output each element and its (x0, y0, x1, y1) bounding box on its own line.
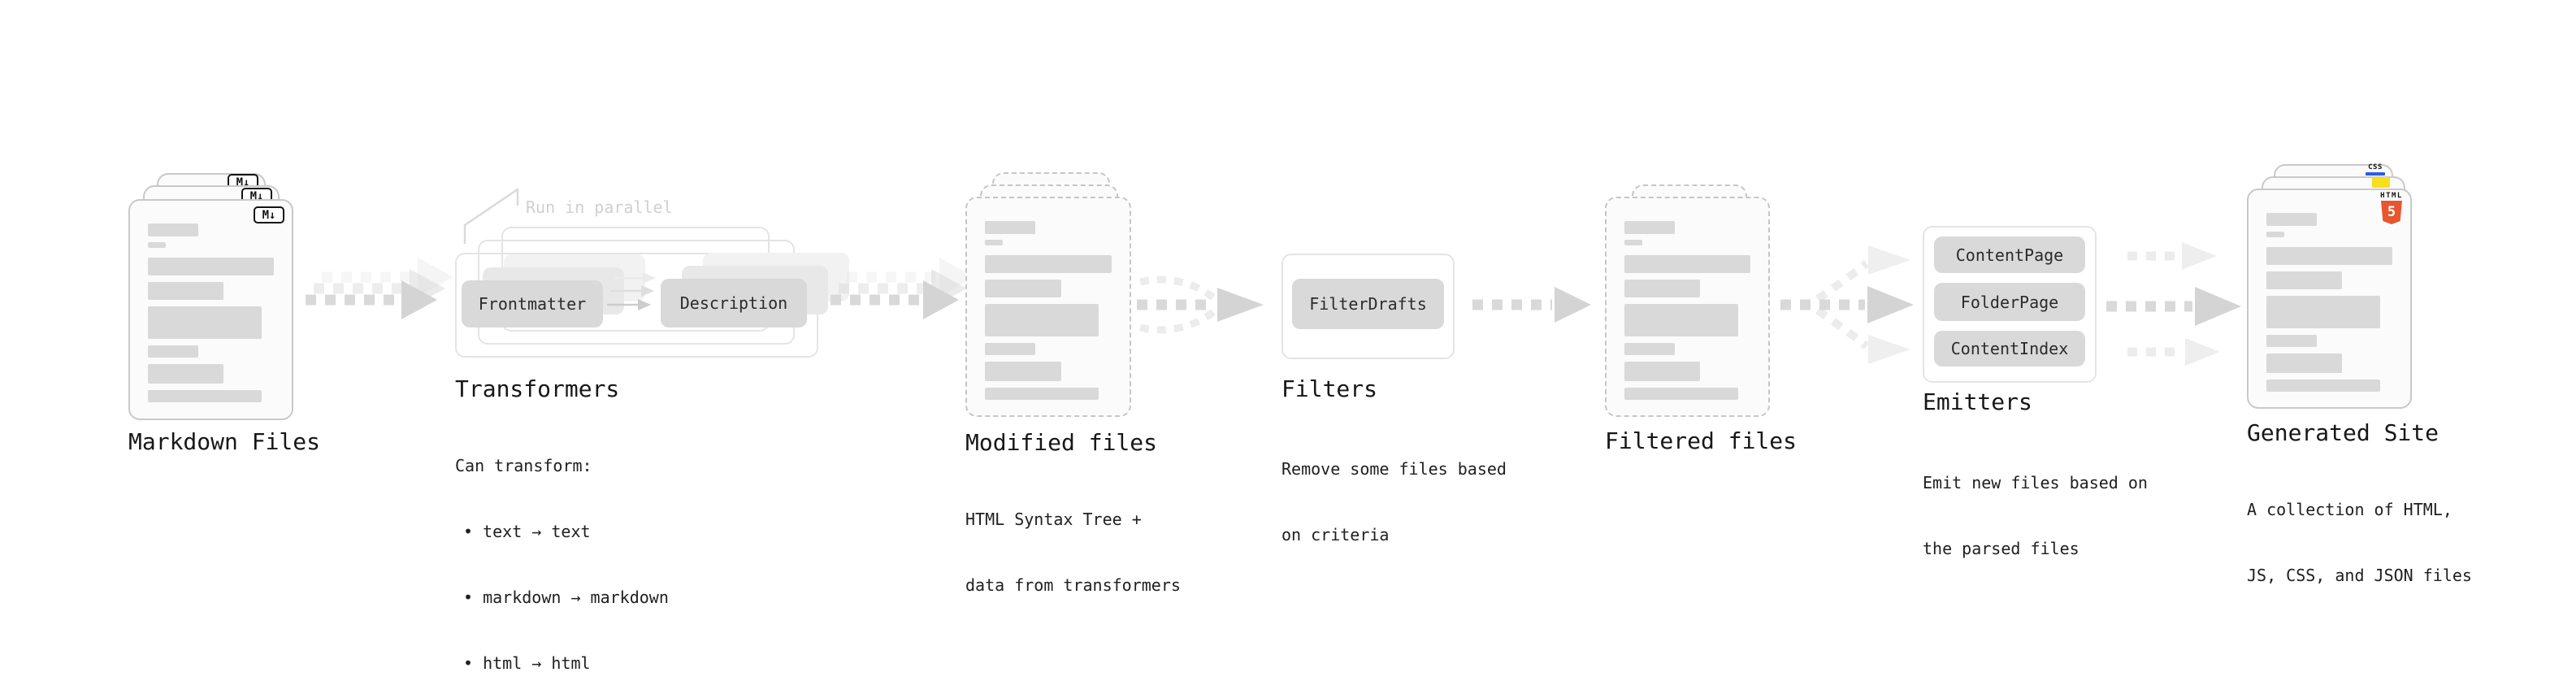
text-line (1624, 388, 1738, 400)
text-line (148, 258, 274, 275)
text-line (1624, 280, 1700, 297)
text-line (1624, 221, 1675, 234)
transform-step-arrows (607, 272, 656, 310)
flow-arrow-transformers-to-modified (830, 258, 975, 319)
text-line (985, 240, 1003, 245)
markdown-icon: M↓ (254, 206, 284, 223)
js-icon (2372, 177, 2390, 188)
frontmatter-box: Frontmatter (462, 280, 603, 327)
text-line (985, 343, 1036, 355)
stage-note: Emit new files based on the parsed files (1923, 473, 2148, 558)
placeholder-text-lines (985, 221, 1112, 400)
flow-arrow-modified-to-filters (1137, 275, 1264, 334)
text-line (148, 282, 223, 300)
text-line (985, 362, 1061, 381)
text-line (1624, 255, 1750, 273)
text-line (985, 221, 1036, 234)
text-line (985, 280, 1061, 297)
text-line (985, 255, 1112, 273)
text-line (148, 345, 198, 358)
text-line (1624, 362, 1700, 381)
text-line (1624, 304, 1738, 336)
text-line (148, 364, 223, 384)
stage-note: A collection of HTML, JS, CSS, and JSON … (2247, 500, 2472, 585)
text-line (1624, 240, 1642, 245)
stage-title: Generated Site (2247, 419, 2439, 446)
stage-note: HTML Syntax Tree + data from transformer… (965, 510, 1181, 595)
text-line (2266, 271, 2342, 289)
text-line (2266, 296, 2380, 328)
file-page-front (1605, 197, 1770, 417)
text-line (148, 242, 166, 248)
text-line (148, 223, 198, 236)
stage-title: Filters (1281, 375, 1378, 402)
description-box: Description (661, 279, 807, 327)
stage-title: Emitters (1923, 388, 2032, 415)
text-line (1624, 343, 1675, 355)
flow-arrow-markdown-to-transformers (306, 258, 453, 319)
stage-title: Filtered files (1605, 427, 1798, 454)
stage-title: Modified files (965, 429, 1158, 456)
placeholder-text-lines (2266, 213, 2392, 392)
text-line (2266, 354, 2342, 373)
stage-title: Markdown Files (128, 428, 321, 455)
contentpage-box: ContentPage (1934, 236, 2085, 273)
text-line (2266, 213, 2317, 226)
flow-arrow-emitters-to-generated (2106, 242, 2241, 366)
stage-title: Transformers (455, 375, 620, 402)
html5-icon: HTML 5 (2379, 192, 2404, 224)
file-page-front (2247, 189, 2412, 409)
placeholder-text-lines (1624, 221, 1750, 400)
folderpage-box: FolderPage (1934, 283, 2085, 321)
text-line (2266, 232, 2284, 237)
stage-note: Can transform: • text → text • markdown … (455, 456, 669, 673)
text-line (148, 390, 262, 402)
text-line (2266, 380, 2380, 392)
text-line (2266, 247, 2392, 265)
annotation-leader-line (463, 188, 519, 244)
stage-note: Remove some files based on criteria (1281, 459, 1507, 544)
html5-shield: 5 (2381, 201, 2402, 224)
placeholder-text-lines (148, 223, 274, 402)
text-line (148, 306, 262, 339)
text-line (985, 388, 1099, 400)
contentindex-box: ContentIndex (1934, 331, 2085, 367)
css-underline (2366, 172, 2385, 176)
flow-arrow-filtered-to-emitters (1780, 245, 1914, 364)
flow-arrow-filters-to-filtered (1472, 287, 1591, 323)
file-page-front (128, 199, 293, 420)
run-in-parallel-label: Run in parallel (526, 197, 673, 217)
css-icon: CSS (2366, 164, 2385, 176)
text-line (985, 304, 1099, 336)
filterdrafts-box: FilterDrafts (1292, 279, 1444, 329)
file-page-front (965, 197, 1131, 417)
text-line (2266, 335, 2317, 347)
